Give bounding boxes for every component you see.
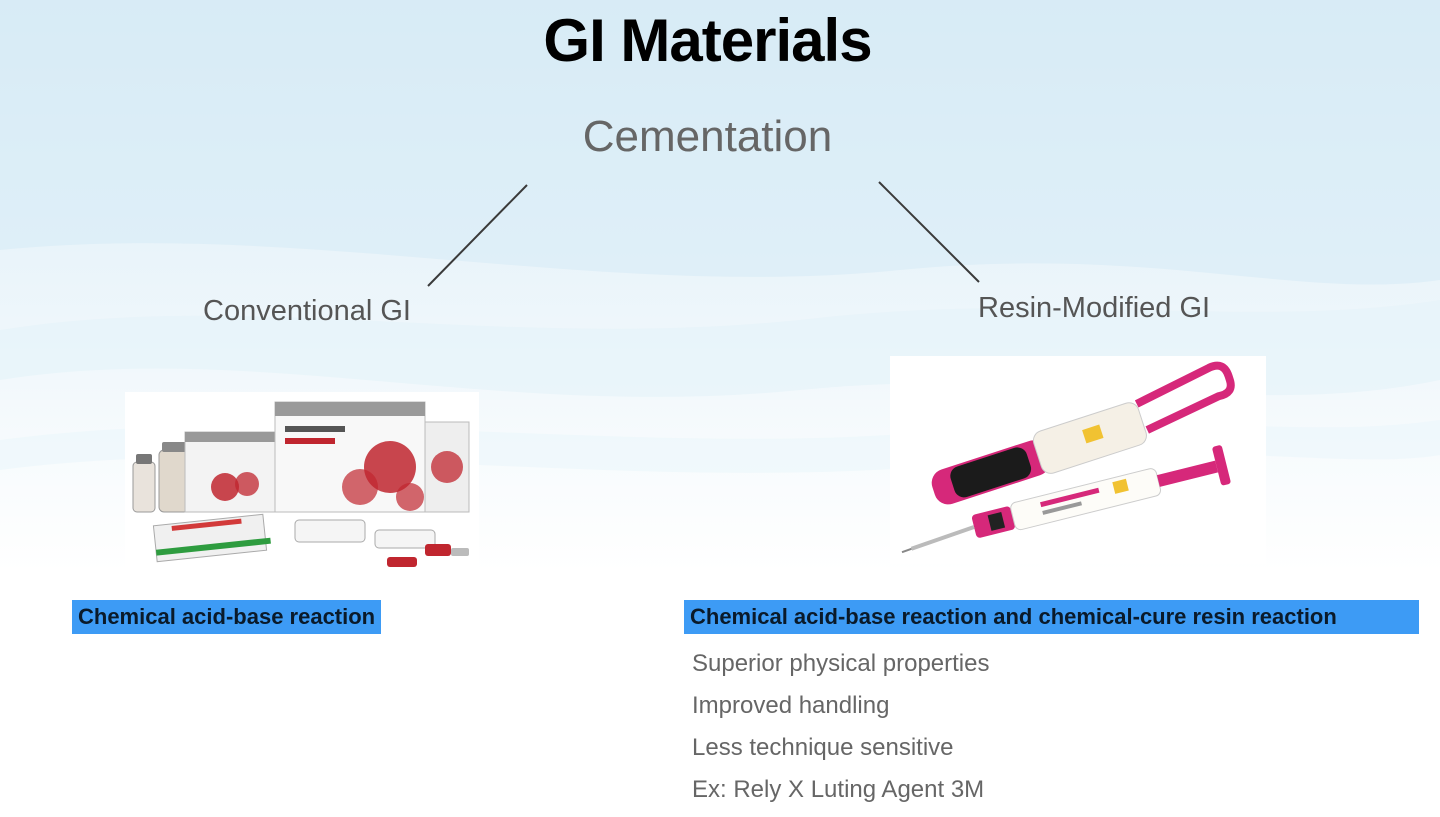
reaction-label-conventional: Chemical acid-base reaction [72,600,382,634]
root-node-cementation: Cementation [582,112,833,161]
clicker-dispenser-image [890,356,1266,564]
property-item: Ex: Rely X Luting Agent 3M [692,776,985,803]
connector-left [427,184,528,287]
slide-title: GI Materials [543,7,872,74]
node-conventional-gi: Conventional GI [203,295,411,327]
property-item: Less technique sensitive [692,734,954,761]
connector-right [878,181,980,283]
gi-capsule-kit-image [125,392,479,582]
property-item: Superior physical properties [692,650,990,677]
property-item: Improved handling [692,692,890,719]
resin-modified-properties-list: Superior physical properties Improved ha… [692,646,989,814]
node-resin-modified-gi: Resin-Modified GI [978,292,1211,324]
reaction-label-resin-modified: Chemical acid-base reaction and chemical… [684,600,1419,634]
